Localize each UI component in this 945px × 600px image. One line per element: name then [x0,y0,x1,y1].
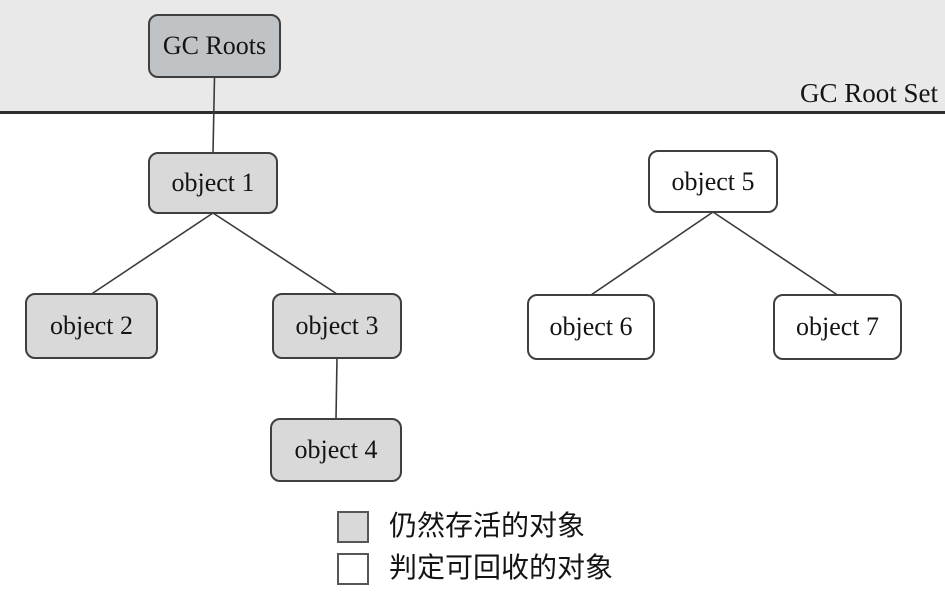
edge-object-1-object-2 [91,212,214,295]
node-label: object 3 [295,311,379,340]
node-label: object 7 [795,312,880,341]
node-label: object 2 [49,311,134,340]
node-label: GC Roots [162,31,267,60]
gc-root-set-banner: GC Root Set [0,0,945,114]
node-object-4: object 4 [270,418,402,482]
node-object-2: object 2 [25,293,158,359]
node-label: object 1 [171,168,255,197]
legend: 仍然存活的对象 判定可回收的对象 [337,511,614,586]
reclaimable-swatch [337,553,369,586]
alive-swatch [337,511,369,544]
gc-root-set-label: GC Root Set [799,78,938,108]
edge-object-3-object-4 [335,357,338,420]
legend-item-alive: 仍然存活的对象 [337,511,613,544]
legend-item-reclaimable: 判定可回收的对象 [337,553,614,586]
legend-label-reclaimable: 判定可回收的对象 [389,553,614,585]
node-object-5: object 5 [648,150,778,213]
node-object-6: object 6 [527,294,655,360]
node-label: object 4 [294,435,378,464]
node-label: object 6 [549,312,633,341]
edge-object-5-object-6 [590,211,714,296]
node-label: object 5 [671,166,755,196]
node-object-7: object 7 [773,294,902,360]
edge-object-1-object-3 [212,212,338,295]
legend-label-alive: 仍然存活的对象 [389,511,586,542]
node-gc-roots: GC Roots [148,14,281,78]
edge-object-5-object-7 [712,211,838,296]
node-object-3: object 3 [272,293,402,359]
node-object-1: object 1 [148,152,278,214]
